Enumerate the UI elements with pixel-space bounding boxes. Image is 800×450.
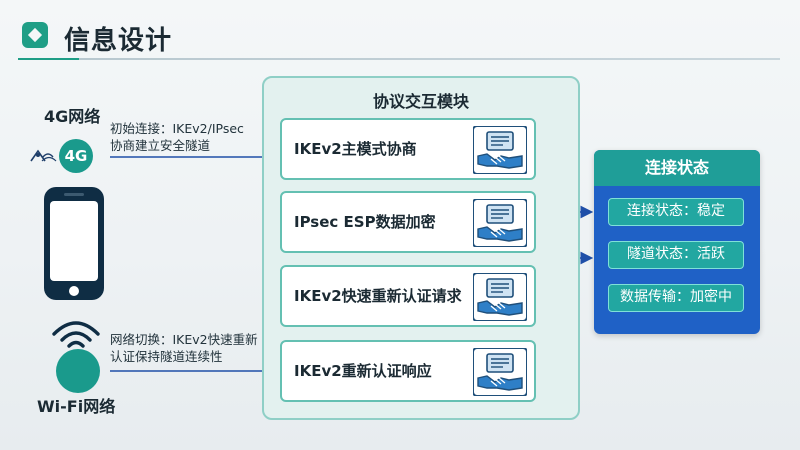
smartphone-icon	[44, 187, 104, 300]
connection-status-panel: 连接状态 连接状态：稳定 隧道状态：活跃 数据传输：加密中	[594, 150, 760, 334]
network-4g-label: 4G网络	[44, 107, 101, 126]
handshake-document-icon	[473, 126, 527, 174]
wifi-node	[56, 349, 100, 393]
step-ikev2-reauth-response: IKEv2重新认证响应	[280, 340, 536, 402]
phone-notch	[64, 193, 84, 196]
step-label: IKEv2快速重新认证请求	[294, 287, 462, 305]
step-label: IKEv2主模式协商	[294, 140, 417, 158]
network-switch-note: 网络切换：IKEv2快速重新 认证保持隧道连续性	[110, 331, 258, 365]
protocol-module-title: 协议交互模块	[372, 92, 469, 111]
step-ipsec-esp-encryption: IPsec ESP数据加密	[280, 191, 536, 253]
network-switch-line1: 网络切换：IKEv2快速重新	[110, 332, 258, 347]
handshake-document-icon	[473, 348, 527, 396]
title-bar: 信息设计	[0, 0, 800, 64]
status-item-tunnel: 隧道状态：活跃	[608, 241, 744, 269]
status-item-connection: 连接状态：稳定	[608, 198, 744, 226]
status-panel-title: 连接状态	[594, 150, 760, 186]
cellular-4g-badge: 4G	[59, 139, 93, 173]
page-title: 信息设计	[64, 26, 173, 56]
network-wifi-label: Wi-Fi网络	[37, 397, 116, 416]
initial-connect-note: 初始连接：IKEv2/IPsec 协商建立安全隧道	[110, 120, 244, 154]
initial-connect-line1: 初始连接：IKEv2/IPsec	[110, 121, 244, 136]
status-item-transfer: 数据传输：加密中	[608, 284, 744, 312]
phone-home-button	[69, 286, 79, 296]
diamond-icon	[22, 22, 48, 48]
step-label: IKEv2重新认证响应	[294, 362, 432, 380]
cell-tower-icon	[30, 149, 57, 162]
handshake-document-icon	[473, 273, 527, 321]
phone-screen	[50, 201, 98, 281]
title-divider	[18, 58, 780, 60]
step-ikev2-fast-reauth-request: IKEv2快速重新认证请求	[280, 265, 536, 327]
network-switch-line2: 认证保持隧道连续性	[110, 349, 223, 364]
handshake-document-icon	[473, 199, 527, 247]
step-ikev2-main-mode: IKEv2主模式协商	[280, 118, 536, 180]
step-label: IPsec ESP数据加密	[294, 213, 436, 231]
wifi-signal-icon	[52, 321, 100, 348]
initial-connect-line2: 协商建立安全隧道	[110, 138, 211, 153]
